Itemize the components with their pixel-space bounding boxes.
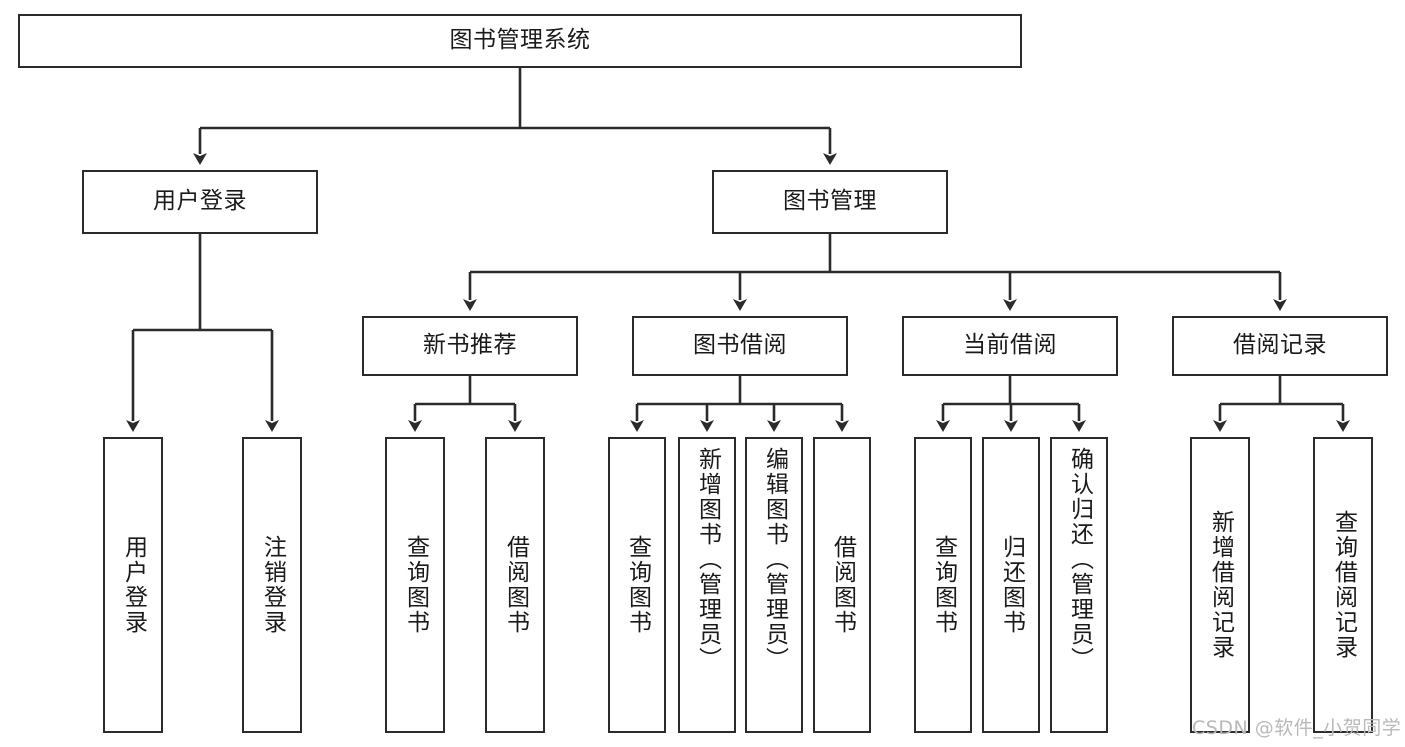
node-leaf-logout-label: 注销登录: [259, 535, 286, 635]
node-leaf-query-book-1[interactable]: 查询图书: [385, 437, 445, 733]
node-leaf-return-book-label: 归还图书: [998, 535, 1025, 635]
node-leaf-user-login-label: 用户登录: [120, 535, 147, 635]
node-leaf-edit-book[interactable]: 编辑图书（管理员）: [745, 437, 803, 733]
node-root-label: 图书管理系统: [449, 27, 591, 54]
node-book-manage[interactable]: 图书管理: [712, 170, 948, 234]
node-leaf-confirm-return[interactable]: 确认归还（管理员）: [1050, 437, 1108, 733]
node-leaf-query-book-3[interactable]: 查询图书: [914, 437, 972, 733]
node-leaf-query-book-1-label: 查询图书: [402, 535, 429, 635]
node-leaf-confirm-return-label: 确认归还（管理员）: [1066, 447, 1093, 672]
node-leaf-edit-book-label: 编辑图书（管理员）: [761, 447, 788, 672]
node-book-manage-label: 图书管理: [783, 188, 877, 215]
node-new-book-recommend-label: 新书推荐: [423, 332, 517, 359]
node-leaf-add-record-label: 新增借阅记录: [1207, 510, 1234, 660]
csdn-watermark: CSDN @软件_小贺同学: [1192, 717, 1402, 739]
node-user-login[interactable]: 用户登录: [82, 170, 318, 234]
node-borrow-record-label: 借阅记录: [1233, 332, 1327, 359]
node-leaf-query-book-2-label: 查询图书: [624, 535, 651, 635]
node-root[interactable]: 图书管理系统: [18, 14, 1022, 68]
node-leaf-borrow-book-2-label: 借阅图书: [829, 535, 856, 635]
node-book-borrow[interactable]: 图书借阅: [632, 316, 848, 376]
node-leaf-logout[interactable]: 注销登录: [242, 437, 302, 733]
node-leaf-borrow-book-1-label: 借阅图书: [502, 535, 529, 635]
node-leaf-add-record[interactable]: 新增借阅记录: [1190, 437, 1250, 733]
node-borrow-record[interactable]: 借阅记录: [1172, 316, 1388, 376]
node-leaf-borrow-book-1[interactable]: 借阅图书: [485, 437, 545, 733]
node-leaf-query-book-3-label: 查询图书: [930, 535, 957, 635]
node-leaf-return-book[interactable]: 归还图书: [982, 437, 1040, 733]
node-leaf-query-record[interactable]: 查询借阅记录: [1313, 437, 1373, 733]
node-current-borrow-label: 当前借阅: [963, 332, 1057, 359]
node-leaf-query-record-label: 查询借阅记录: [1330, 510, 1357, 660]
node-leaf-add-book-label: 新增图书（管理员）: [694, 447, 721, 672]
node-new-book-recommend[interactable]: 新书推荐: [362, 316, 578, 376]
node-book-borrow-label: 图书借阅: [693, 332, 787, 359]
node-user-login-label: 用户登录: [153, 188, 247, 215]
node-leaf-user-login[interactable]: 用户登录: [103, 437, 163, 733]
node-current-borrow[interactable]: 当前借阅: [902, 316, 1118, 376]
node-leaf-add-book[interactable]: 新增图书（管理员）: [678, 437, 736, 733]
node-leaf-borrow-book-2[interactable]: 借阅图书: [813, 437, 871, 733]
node-leaf-query-book-2[interactable]: 查询图书: [608, 437, 666, 733]
